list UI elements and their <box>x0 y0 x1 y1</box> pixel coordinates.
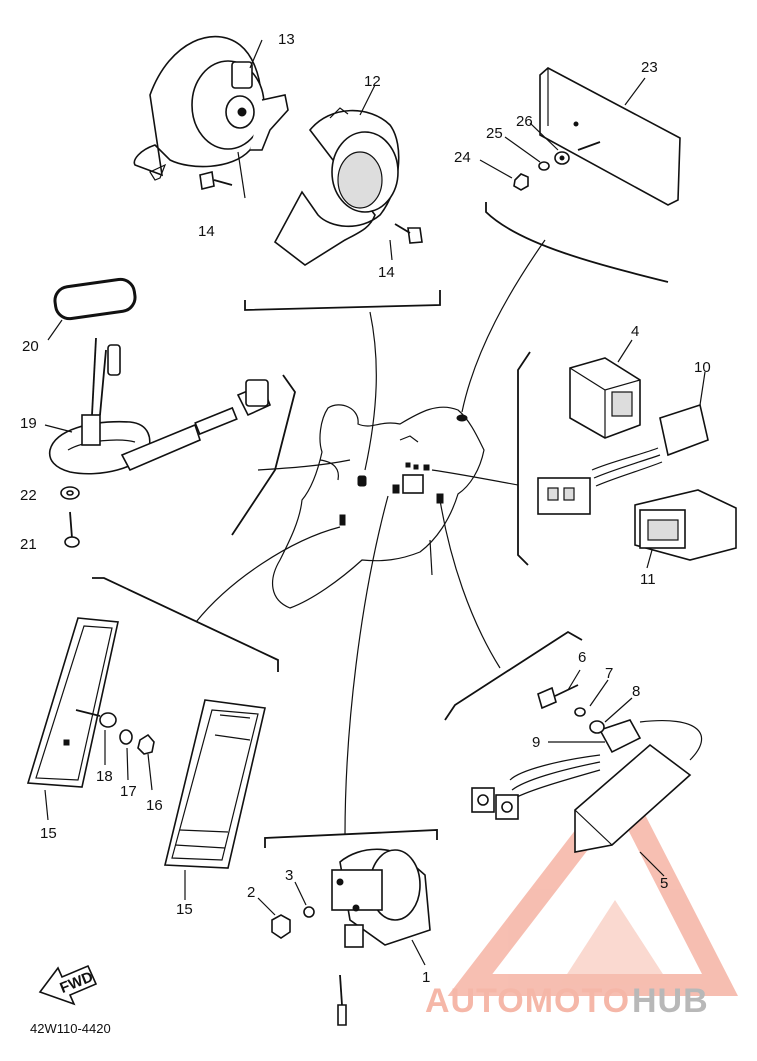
label-2: 2 <box>247 884 255 901</box>
relay-location-marker <box>402 474 424 494</box>
label-4: 4 <box>631 323 639 340</box>
fasteners-16-18 <box>99 712 155 791</box>
harness-10 <box>537 403 709 515</box>
fasteners-2-3 <box>257 881 315 939</box>
reflector-15-left <box>26 617 119 788</box>
label-17: 17 <box>120 783 137 800</box>
label-25: 25 <box>486 125 503 142</box>
label-18: 18 <box>96 768 113 785</box>
label-3: 3 <box>285 867 293 884</box>
label-26: 26 <box>516 113 533 130</box>
label-5: 5 <box>660 875 668 892</box>
leader-lines <box>92 202 669 848</box>
horn-12 <box>273 107 400 266</box>
label-1: 1 <box>422 969 430 986</box>
label-19: 19 <box>20 415 37 432</box>
drawing-code: 42W110-4420 <box>30 1021 111 1036</box>
watermark-text-gray: HUB <box>632 982 709 1020</box>
relay-4 <box>569 357 641 439</box>
bolt-14-left <box>199 171 233 190</box>
bolt-14-center <box>394 223 423 244</box>
label-13: 13 <box>278 31 295 48</box>
label-12: 12 <box>364 73 381 90</box>
label-14a: 14 <box>198 223 215 240</box>
gasket-20 <box>47 277 137 341</box>
watermark-logo <box>447 769 739 996</box>
label-8: 8 <box>632 683 640 700</box>
label-16: 16 <box>146 797 163 814</box>
label-9: 9 <box>532 734 540 751</box>
fasteners-21-22 <box>60 486 80 548</box>
label-15b: 15 <box>176 901 193 918</box>
frame-outline <box>272 404 485 609</box>
flasher-1 <box>331 848 431 1026</box>
label-15a: 15 <box>40 825 57 842</box>
fwd-arrow-icon <box>38 964 98 1006</box>
fasteners-6-8 <box>537 669 633 734</box>
reflector-15-right <box>163 699 266 869</box>
label-14b: 14 <box>378 264 395 281</box>
watermark-text-red: AUTOMOTO <box>425 982 630 1020</box>
fasteners-24-26 <box>479 122 570 191</box>
horn-13 <box>133 35 289 181</box>
label-6: 6 <box>578 649 586 666</box>
label-7: 7 <box>605 665 613 682</box>
label-24: 24 <box>454 149 471 166</box>
plate-23 <box>539 67 681 206</box>
label-22: 22 <box>20 487 37 504</box>
label-10: 10 <box>694 359 711 376</box>
label-11: 11 <box>640 571 656 588</box>
label-21: 21 <box>20 536 37 553</box>
unit-5 <box>471 719 703 853</box>
fuel-sender-19 <box>48 337 272 475</box>
label-20: 20 <box>22 338 39 355</box>
socket-11 <box>634 489 737 561</box>
label-23: 23 <box>641 59 658 76</box>
